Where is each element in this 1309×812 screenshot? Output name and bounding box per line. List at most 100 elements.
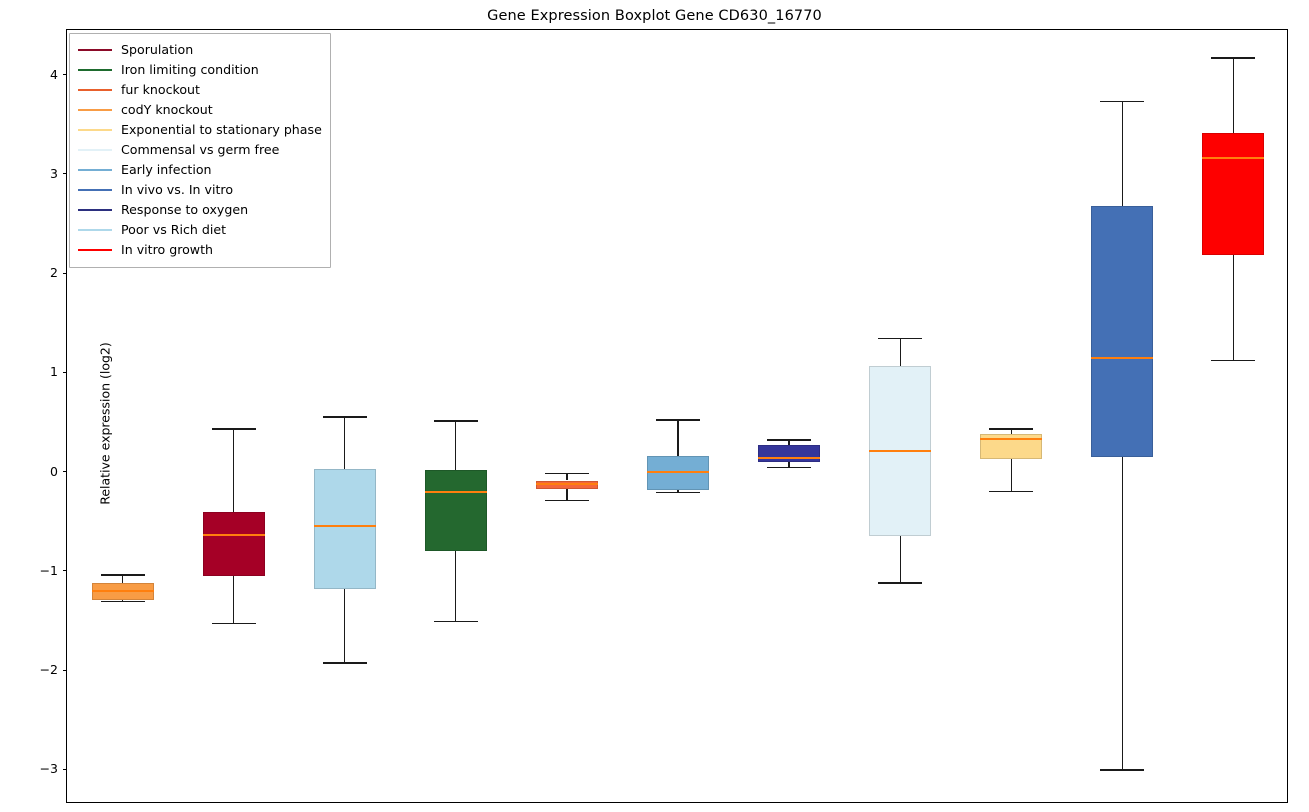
legend-item-label: Commensal vs germ free [121,142,280,157]
whisker-upper [1010,428,1012,434]
whisker-lower [677,490,679,493]
whisker-upper [1121,101,1124,206]
y-tick-mark [63,570,67,572]
y-tick-label: 1 [50,364,58,380]
legend-item-label: Early infection [121,162,212,177]
boxplot-box[interactable] [980,30,1043,804]
whisker-cap-upper [989,428,1034,430]
median-line [869,449,932,452]
boxplot-box[interactable] [647,30,709,804]
legend-item[interactable]: Poor vs Rich diet [78,220,322,240]
y-tick-mark [63,669,67,671]
boxplot-box[interactable] [1202,30,1265,804]
boxplot-box[interactable] [202,30,265,804]
legend-color-swatch [78,189,112,191]
box-iqr-rect[interactable] [202,512,265,576]
legend-item-label: Response to oxygen [121,202,249,217]
boxplot-box[interactable] [313,30,376,804]
whisker-cap-lower [544,499,589,502]
whisker-upper [455,420,457,470]
whisker-cap-upper [544,472,589,475]
boxplot-box[interactable] [535,30,598,804]
legend-color-swatch [78,169,112,171]
whisker-cap-upper [656,419,700,421]
y-tick-label: 4 [50,66,58,82]
legend-item[interactable]: Early infection [78,160,322,180]
whisker-lower [1121,456,1124,771]
y-tick-mark [63,768,67,770]
median-line [647,470,709,473]
y-tick-mark [63,371,67,373]
legend-item[interactable]: fur knockout [78,80,322,100]
legend-item-label: fur knockout [121,82,200,97]
whisker-lower [232,575,235,624]
y-tick-label: 3 [50,165,58,181]
y-tick-mark [63,173,67,175]
legend-item-label: In vitro growth [121,242,214,257]
legend-item-label: Iron limiting condition [121,62,259,77]
whisker-lower [1232,255,1235,361]
median-line [1091,357,1154,360]
legend-item[interactable]: Iron limiting condition [78,60,322,80]
whisker-upper [121,574,124,583]
median-line [202,534,265,537]
legend-item[interactable]: Sporulation [78,40,322,60]
legend-item-label: Exponential to stationary phase [121,122,322,137]
boxplot-box[interactable] [1091,30,1154,804]
legend-item[interactable]: In vivo vs. In vitro [78,180,322,200]
boxplot-box[interactable] [869,30,932,804]
whisker-cap-lower [211,622,256,625]
legend-item[interactable]: Response to oxygen [78,200,322,220]
whisker-cap-lower [100,600,145,603]
y-tick-mark [63,471,67,473]
y-tick-label: 0 [50,463,58,479]
median-line [91,589,154,592]
legend-color-swatch [78,109,112,111]
whisker-upper [344,417,346,469]
box-iqr-rect[interactable] [758,444,821,462]
whisker-cap-lower [989,490,1034,493]
median-line [980,437,1043,440]
whisker-lower [455,550,457,622]
median-line [1202,157,1265,159]
boxplot-box[interactable] [91,30,154,804]
box-iqr-rect[interactable] [1091,205,1154,457]
y-tick-mark [63,74,67,76]
legend-color-swatch [78,129,112,131]
plot-area [67,30,1287,802]
whisker-cap-upper [322,416,367,418]
median-line [424,491,487,494]
whisker-cap-upper [1211,56,1256,59]
whisker-cap-lower [767,466,812,469]
legend-color-swatch [78,89,112,91]
whisker-cap-lower [1100,769,1145,772]
legend-item[interactable]: Commensal vs germ free [78,140,322,160]
whisker-cap-lower [878,581,923,584]
whisker-upper [566,473,568,481]
legend-color-swatch [78,209,112,211]
median-line [313,525,376,528]
box-iqr-rect[interactable] [1202,133,1265,256]
box-iqr-rect[interactable] [424,469,487,551]
y-tick-label: −2 [39,662,58,678]
boxplot-box[interactable] [424,30,487,804]
box-iqr-rect[interactable] [647,455,709,491]
legend-item-label: Sporulation [121,42,194,57]
whisker-lower [344,588,346,664]
legend-item[interactable]: codY knockout [78,100,322,120]
whisker-cap-lower [1211,359,1256,362]
whisker-upper [232,428,235,513]
y-tick-label: 2 [50,265,58,281]
legend-item[interactable]: Exponential to stationary phase [78,120,322,140]
box-iqr-rect[interactable] [313,468,376,589]
median-line [535,483,598,486]
legend-item[interactable]: In vitro growth [78,240,322,260]
legend-color-swatch [78,69,112,71]
boxplot-box[interactable] [758,30,821,804]
whisker-cap-upper [767,439,812,441]
y-tick-mark [63,272,67,274]
page-title: Gene Expression Boxplot Gene CD630_16770 [487,8,822,24]
whisker-cap-upper [100,573,145,576]
